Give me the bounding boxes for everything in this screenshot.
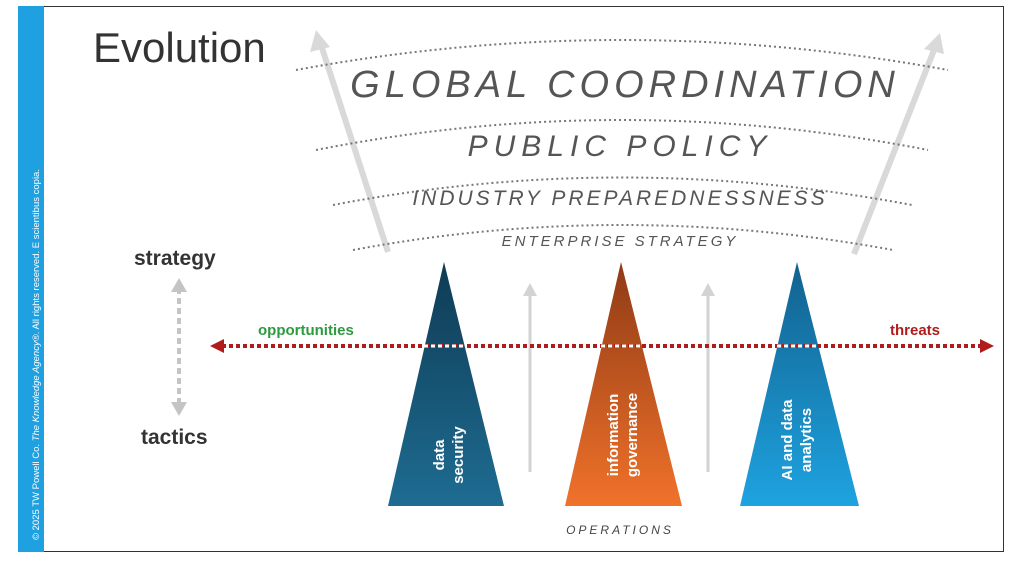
pillar-information-governance: [565, 262, 682, 506]
tactics-label: tactics: [141, 426, 208, 449]
pillar-ai-analytics: [740, 262, 859, 506]
tier-arc-global: [295, 39, 949, 71]
pillar-label-line2: governance: [624, 392, 641, 478]
tier-arc-industry: [332, 176, 913, 206]
operations-arrow-2: [701, 283, 715, 472]
pillar-label-data-security: data security: [430, 405, 470, 505]
pillar-label-line1: data: [431, 439, 448, 471]
pillar-label-line2: analytics: [798, 407, 815, 473]
threats-label: threats: [890, 322, 941, 339]
pillar-label-line1: AI and data: [779, 399, 796, 481]
operations-arrow-1: [523, 283, 537, 472]
left-evolution-arrow: [310, 30, 391, 253]
sidebar-band: [18, 6, 44, 552]
strategy-label: strategy: [134, 247, 216, 270]
tier-global-coordination: GLOBAL COORDINATION: [350, 64, 900, 106]
pillar-data-security: [388, 262, 504, 506]
opportunities-threats-axis: [210, 339, 994, 353]
tier-enterprise-strategy: ENTERPRISE STRATEGY: [501, 233, 739, 250]
operations-label: OPERATIONS: [566, 523, 674, 537]
tier-arc-enterprise: [352, 224, 894, 251]
strategy-tactics-arrow: [171, 278, 187, 416]
right-evolution-arrow: [851, 33, 944, 256]
tier-arc-policy: [315, 119, 929, 151]
opportunities-label: opportunities: [258, 322, 354, 339]
tier-industry-preparedness: INDUSTRY PREPAREDNESSNESS: [412, 187, 828, 210]
pillar-label-ai-analytics: AI and data analytics: [778, 387, 818, 493]
tier-public-policy: PUBLIC POLICY: [467, 130, 773, 163]
pillar-label-information-governance: information governance: [604, 377, 644, 493]
pillar-label-line2: security: [450, 426, 467, 484]
pillar-label-line1: information: [605, 393, 622, 477]
page-title: Evolution: [93, 24, 266, 71]
